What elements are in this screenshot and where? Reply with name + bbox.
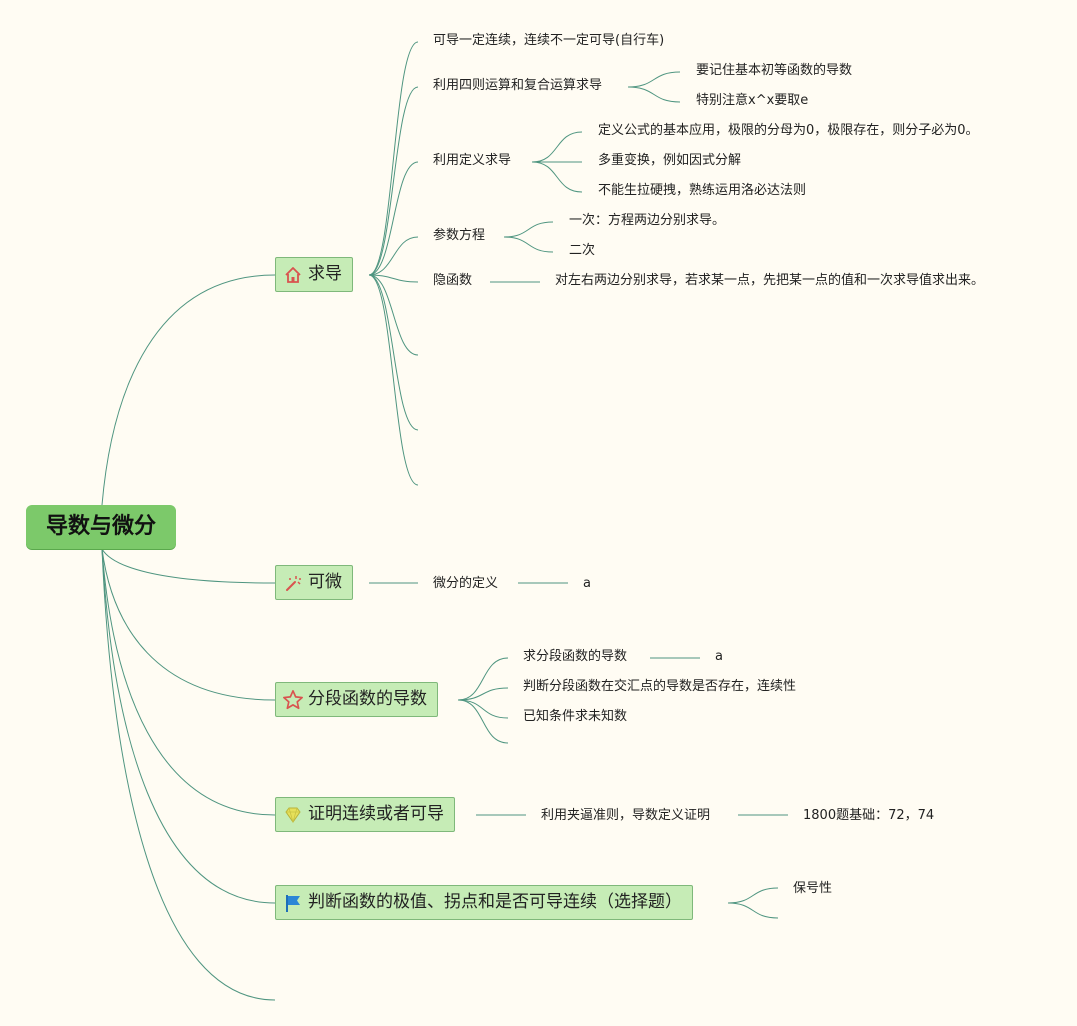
branch-connector bbox=[368, 274, 419, 356]
flag-icon bbox=[282, 892, 304, 914]
root-connector bbox=[101, 548, 276, 904]
gem-icon bbox=[282, 804, 304, 826]
root-connector bbox=[101, 274, 276, 506]
subtopic-a[interactable]: a bbox=[713, 648, 725, 666]
star-icon bbox=[282, 689, 304, 711]
branch-label: 分段函数的导数 bbox=[308, 689, 427, 709]
magic-wand-icon bbox=[282, 572, 304, 594]
branch-connector bbox=[457, 687, 509, 701]
subtopic-lhopital[interactable]: 不能生拉硬拽，熟练运用洛必达法则 bbox=[596, 182, 809, 200]
root-connector bbox=[101, 548, 276, 816]
branch-label: 求导 bbox=[308, 264, 342, 284]
topic-differential-definition[interactable]: 微分的定义 bbox=[431, 575, 501, 593]
subtopic-exercise-ref[interactable]: 1800题基础：72，74 bbox=[801, 807, 937, 825]
topic-junction-derivative[interactable]: 判断分段函数在交汇点的导数是否存在，连续性 bbox=[521, 678, 799, 696]
branch-connector bbox=[368, 161, 419, 276]
subtopic-transformations[interactable]: 多重变换，例如因式分解 bbox=[596, 152, 744, 170]
subtopic-a[interactable]: a bbox=[581, 575, 593, 593]
root-connector bbox=[101, 548, 276, 701]
branch-label: 判断函数的极值、拐点和是否可导连续（选择题） bbox=[308, 892, 682, 912]
root-node[interactable]: 导数与微分 bbox=[26, 505, 176, 549]
branch-connector bbox=[727, 902, 779, 919]
topic-definition[interactable]: 利用定义求导 bbox=[431, 152, 514, 170]
topic-parametric[interactable]: 参数方程 bbox=[431, 227, 488, 245]
subtopic-connector bbox=[531, 161, 583, 193]
topic-continuity[interactable]: 可导一定连续，连续不一定可导(自行车) bbox=[431, 32, 667, 50]
subtopic-implicit-method[interactable]: 对左右两边分别求导，若求某一点，先把某一点的值和一次求导值求出来。 bbox=[553, 272, 987, 290]
branch-proof[interactable]: 证明连续或者可导 bbox=[275, 797, 455, 832]
subtopic-connector bbox=[627, 86, 681, 103]
subtopic-definition-formula[interactable]: 定义公式的基本应用，极限的分母为0，极限存在，则分子必为0。 bbox=[596, 122, 981, 140]
subtopic-connector bbox=[503, 221, 554, 238]
root-connector bbox=[101, 548, 276, 1001]
topic-implicit[interactable]: 隐函数 bbox=[431, 272, 475, 290]
branch-connector bbox=[727, 887, 779, 904]
subtopic-connector bbox=[531, 131, 583, 163]
topic-unknown-from-conditions[interactable]: 已知条件求未知数 bbox=[521, 708, 630, 726]
branch-extrema[interactable]: 判断函数的极值、拐点和是否可导连续（选择题） bbox=[275, 885, 693, 920]
branch-label: 可微 bbox=[308, 572, 342, 592]
topic-arithmetic-rules[interactable]: 利用四则运算和复合运算求导 bbox=[431, 77, 605, 95]
branch-connector bbox=[368, 274, 419, 431]
root-label: 导数与微分 bbox=[45, 514, 156, 539]
subtopic-basic-functions[interactable]: 要记住基本初等函数的导数 bbox=[694, 62, 855, 80]
branch-connector bbox=[457, 657, 509, 701]
branch-piecewise[interactable]: 分段函数的导数 bbox=[275, 682, 438, 717]
subtopic-second-order[interactable]: 二次 bbox=[567, 242, 598, 260]
subtopic-first-order[interactable]: 一次：方程两边分别求导。 bbox=[567, 212, 728, 230]
home-icon bbox=[282, 264, 304, 286]
branch-connector bbox=[368, 86, 419, 276]
root-connector bbox=[101, 548, 276, 584]
branch-connector bbox=[457, 699, 509, 744]
branch-connector bbox=[368, 236, 419, 276]
topic-sign-preservation[interactable]: 保号性 bbox=[791, 880, 835, 898]
subtopic-connector bbox=[503, 236, 554, 253]
branch-differentiable[interactable]: 可微 bbox=[275, 565, 353, 600]
subtopic-x-power-x[interactable]: 特别注意x^x要取e bbox=[694, 92, 811, 110]
branch-connector bbox=[457, 699, 509, 719]
branch-connector bbox=[368, 41, 419, 276]
topic-squeeze-theorem[interactable]: 利用夹逼准则，导数定义证明 bbox=[539, 807, 713, 825]
branch-connector bbox=[368, 274, 419, 283]
branch-label: 证明连续或者可导 bbox=[308, 804, 444, 824]
branch-derivative[interactable]: 求导 bbox=[275, 257, 353, 292]
topic-piecewise-derivative[interactable]: 求分段函数的导数 bbox=[521, 648, 630, 666]
branch-connector bbox=[368, 274, 419, 486]
subtopic-connector bbox=[627, 71, 681, 88]
